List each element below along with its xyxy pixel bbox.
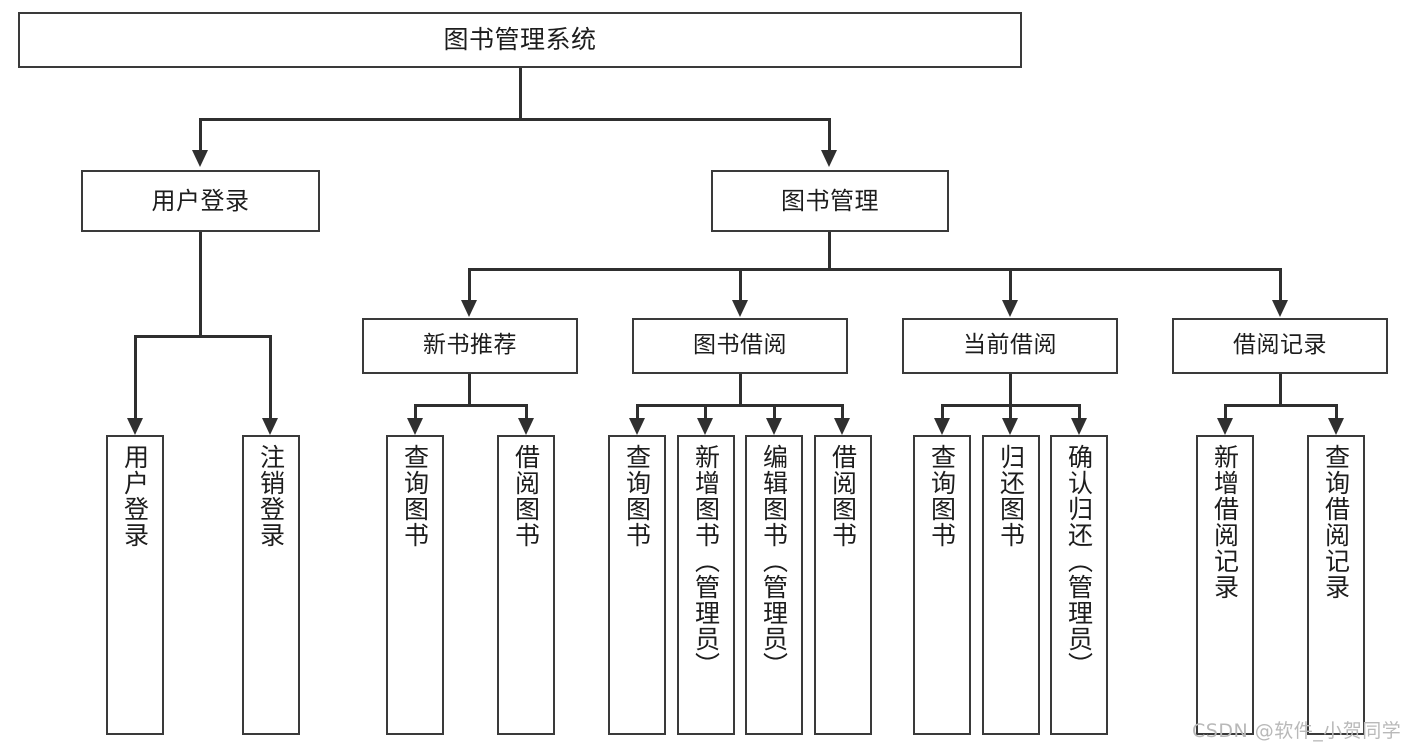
connector-current-borrow-drop-3 <box>1078 404 1081 418</box>
leaf-query-book-recommend[interactable]: 查询图书 <box>386 435 444 735</box>
node-book-borrow[interactable]: 图书借阅 <box>632 318 848 374</box>
leaf-borrow-book-recommend[interactable]: 借阅图书 <box>497 435 555 735</box>
connector-level2-drop-3 <box>1009 268 1012 300</box>
node-label: 查询图书 <box>622 444 652 548</box>
leaf-return-book[interactable]: 归还图书 <box>982 435 1040 735</box>
leaf-query-book-borrow[interactable]: 查询图书 <box>608 435 666 735</box>
arrowhead-leaf-query-book-3 <box>934 418 950 435</box>
node-label: 图书借阅 <box>693 332 787 359</box>
node-label: 新增图书（管理员） <box>691 444 721 678</box>
node-label: 图书管理 <box>781 186 879 215</box>
connector-book-borrow-drop-2 <box>704 404 707 418</box>
arrowhead-leaf-query-record <box>1328 418 1344 435</box>
connector-book-manage-stem <box>828 232 831 270</box>
connector-user-login-drop-2 <box>269 335 272 418</box>
node-label: 借阅图书 <box>511 444 541 548</box>
arrowhead-to-user-login <box>192 150 208 167</box>
connector-level2-drop-2 <box>739 268 742 300</box>
arrowhead-leaf-confirm-return <box>1071 418 1087 435</box>
leaf-add-borrow-record[interactable]: 新增借阅记录 <box>1196 435 1254 735</box>
node-label: 查询借阅记录 <box>1321 444 1351 600</box>
connector-current-borrow-stem <box>1009 374 1012 406</box>
arrowhead-to-current-borrow <box>1002 300 1018 317</box>
connector-level2-drop-4 <box>1279 268 1282 300</box>
node-new-book-recommend[interactable]: 新书推荐 <box>362 318 578 374</box>
node-label: 编辑图书（管理员） <box>759 444 789 678</box>
connector-book-borrow-bus <box>636 404 844 407</box>
connector-current-borrow-drop-2 <box>1009 404 1012 418</box>
arrowhead-to-book-borrow <box>732 300 748 317</box>
node-root-system[interactable]: 图书管理系统 <box>18 12 1022 68</box>
node-label: 当前借阅 <box>963 332 1057 359</box>
connector-borrow-record-drop-2 <box>1335 404 1338 418</box>
connector-book-borrow-drop-1 <box>636 404 639 418</box>
connector-current-borrow-drop-1 <box>941 404 944 418</box>
node-borrow-record[interactable]: 借阅记录 <box>1172 318 1388 374</box>
leaf-query-book-current[interactable]: 查询图书 <box>913 435 971 735</box>
arrowhead-to-borrow-record <box>1272 300 1288 317</box>
connector-borrow-record-stem <box>1279 374 1282 406</box>
connector-borrow-record-drop-1 <box>1224 404 1227 418</box>
node-label: 查询图书 <box>400 444 430 548</box>
arrowhead-to-book-manage <box>821 150 837 167</box>
leaf-confirm-return-admin[interactable]: 确认归还（管理员） <box>1050 435 1108 735</box>
node-label: 用户登录 <box>151 186 250 215</box>
connector-level2-drop-1 <box>468 268 471 300</box>
node-label: 用户登录 <box>120 444 150 548</box>
arrowhead-leaf-user-login <box>127 418 143 435</box>
connector-root-bus <box>199 118 831 121</box>
arrowhead-leaf-return-book <box>1002 418 1018 435</box>
arrowhead-to-new-book <box>461 300 477 317</box>
node-label: 查询图书 <box>927 444 957 548</box>
arrowhead-leaf-add-book <box>697 418 713 435</box>
leaf-user-login[interactable]: 用户登录 <box>106 435 164 735</box>
arrowhead-leaf-edit-book <box>766 418 782 435</box>
arrowhead-leaf-logout <box>262 418 278 435</box>
arrowhead-leaf-query-book-1 <box>407 418 423 435</box>
node-label: 归还图书 <box>996 444 1026 548</box>
connector-book-borrow-drop-4 <box>841 404 844 418</box>
connector-root-drop-right <box>828 118 831 150</box>
connector-root-stem <box>519 68 522 118</box>
connector-user-login-stem <box>199 232 202 335</box>
connector-new-book-drop-2 <box>525 404 528 418</box>
arrowhead-leaf-borrow-book-2 <box>834 418 850 435</box>
arrowhead-leaf-borrow-book-1 <box>518 418 534 435</box>
connector-book-borrow-stem <box>739 374 742 406</box>
node-label: 借阅记录 <box>1233 332 1327 359</box>
connector-level2-bus <box>468 268 1282 271</box>
node-label: 确认归还（管理员） <box>1064 444 1094 678</box>
node-label: 借阅图书 <box>828 444 858 548</box>
leaf-logout[interactable]: 注销登录 <box>242 435 300 735</box>
connector-book-borrow-drop-3 <box>773 404 776 418</box>
leaf-query-borrow-record[interactable]: 查询借阅记录 <box>1307 435 1365 735</box>
connector-root-drop-left <box>199 118 202 150</box>
connector-user-login-drop-1 <box>134 335 137 418</box>
leaf-edit-book-admin[interactable]: 编辑图书（管理员） <box>745 435 803 735</box>
connector-borrow-record-bus <box>1224 404 1338 407</box>
leaf-add-book-admin[interactable]: 新增图书（管理员） <box>677 435 735 735</box>
node-label: 新书推荐 <box>423 332 517 359</box>
node-label: 图书管理系统 <box>443 25 597 54</box>
connector-new-book-bus <box>414 404 528 407</box>
node-book-management[interactable]: 图书管理 <box>711 170 949 232</box>
arrowhead-leaf-query-book-2 <box>629 418 645 435</box>
node-label: 注销登录 <box>256 444 286 548</box>
node-label: 新增借阅记录 <box>1210 444 1240 600</box>
leaf-borrow-book-borrow[interactable]: 借阅图书 <box>814 435 872 735</box>
connector-user-login-bus <box>134 335 272 338</box>
connector-new-book-stem <box>468 374 471 406</box>
node-user-login[interactable]: 用户登录 <box>81 170 320 232</box>
arrowhead-leaf-add-record <box>1217 418 1233 435</box>
connector-new-book-drop-1 <box>414 404 417 418</box>
node-current-borrow[interactable]: 当前借阅 <box>902 318 1118 374</box>
